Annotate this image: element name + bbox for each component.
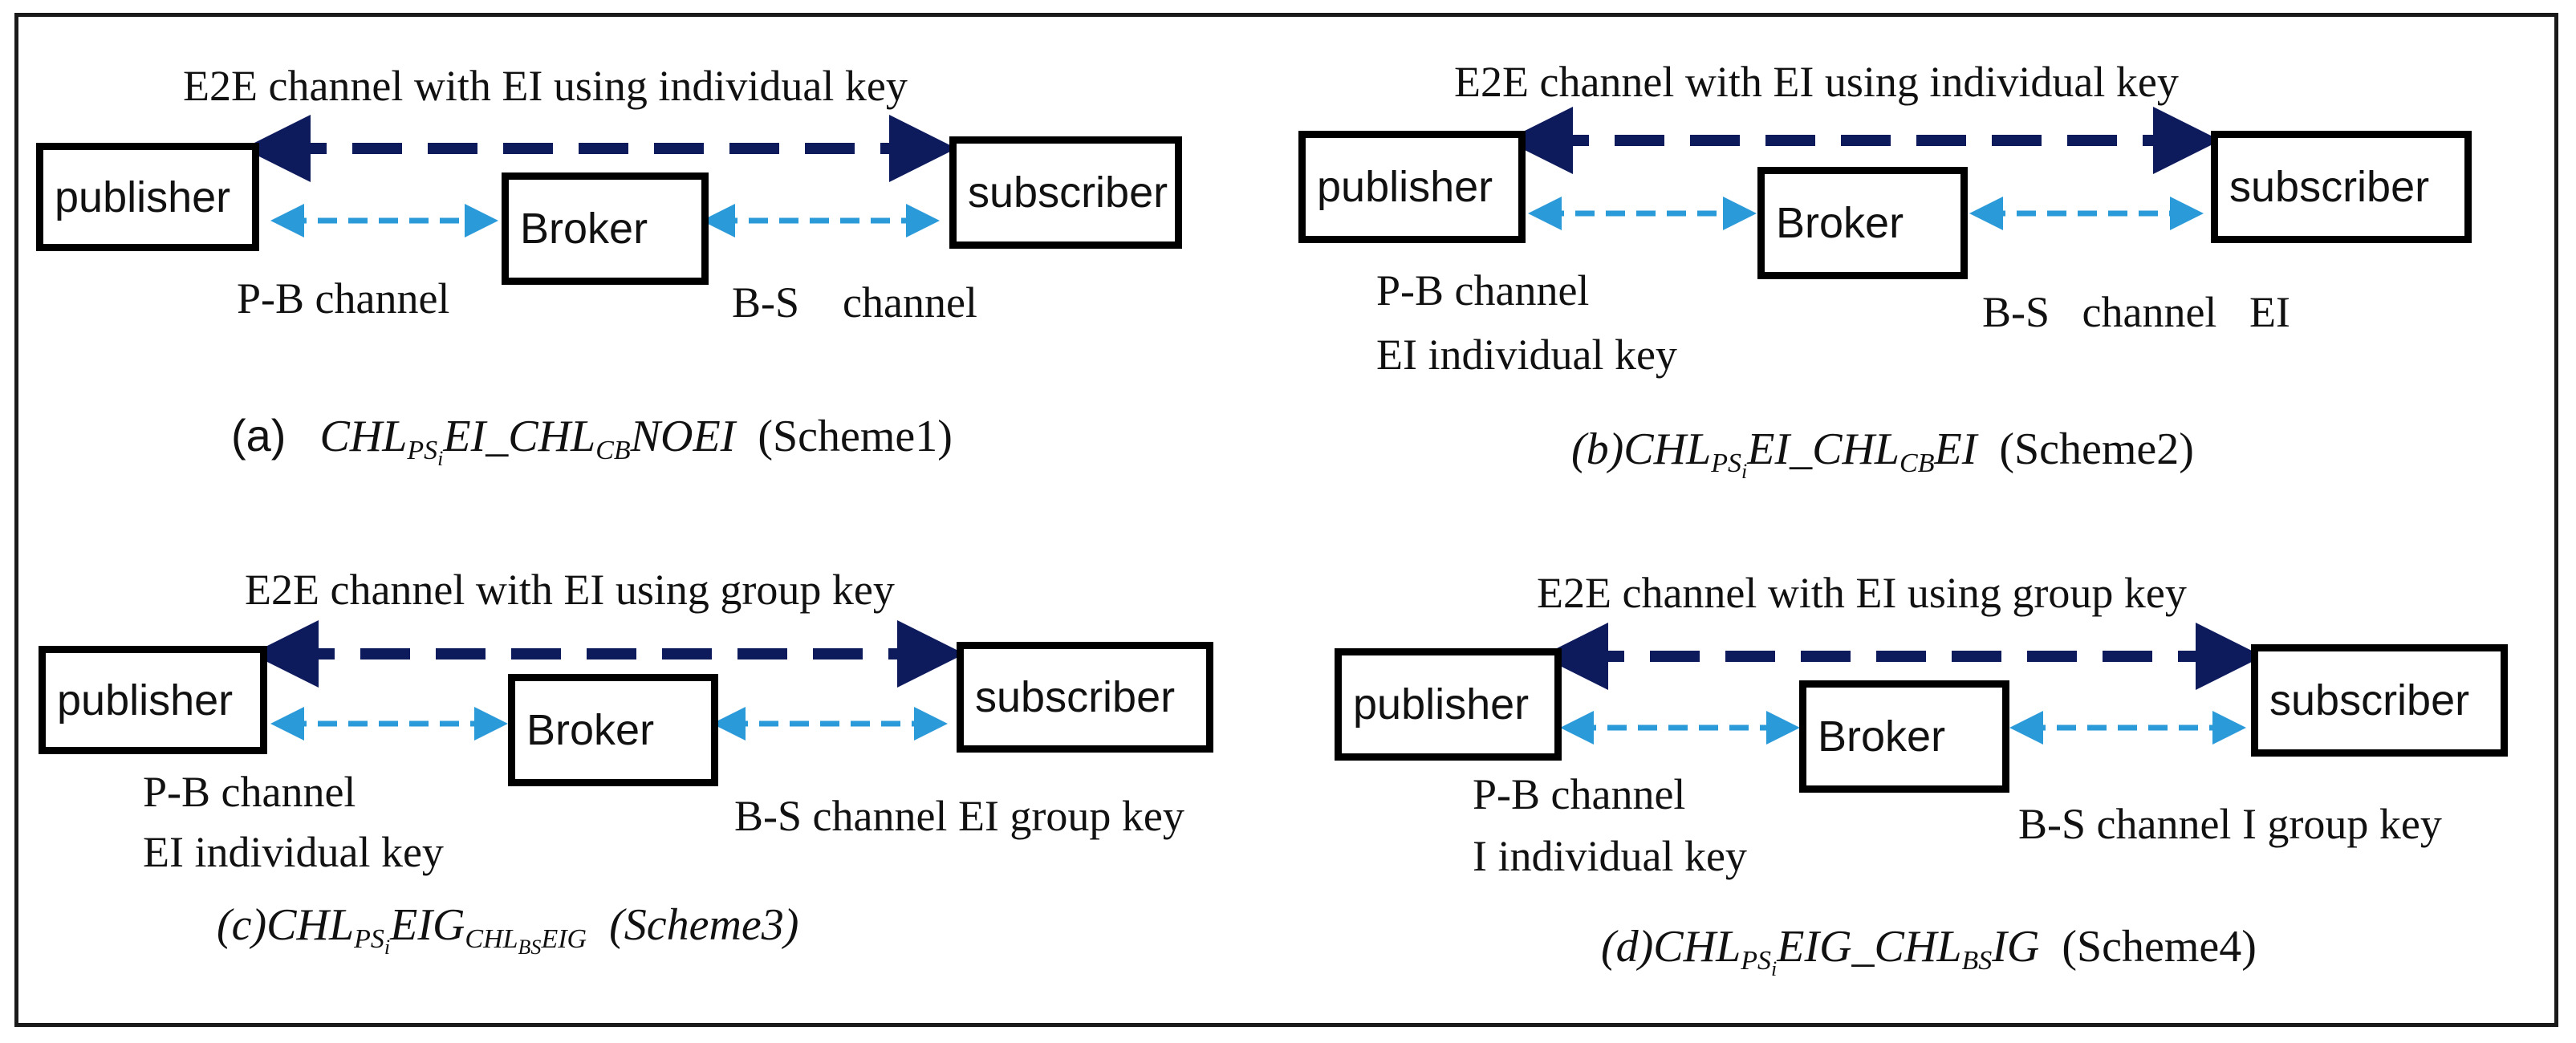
subscriber-box-b: subscriber — [2211, 131, 2472, 243]
broker-box-c: Broker — [508, 674, 718, 786]
bs-label-a: B-S channel — [732, 278, 977, 327]
bs-label-d: B-S channel I group key — [2018, 800, 2442, 848]
pb-label-c-2: EI individual key — [143, 828, 444, 876]
pb-label-d-2: I individual key — [1473, 832, 1747, 880]
pb-label-a: P-B channel — [237, 274, 450, 323]
publisher-box-b: publisher — [1298, 131, 1526, 243]
broker-box-b: Broker — [1757, 167, 1968, 279]
caption-d: (d)CHLPSiEIG_CHLBSIG (Scheme4) — [1601, 922, 2257, 980]
bs-label-c: B-S channel EI group key — [734, 792, 1184, 840]
pb-label-d-1: P-B channel — [1473, 770, 1686, 818]
e2e-label-d: E2E channel with EI using group key — [1537, 569, 2187, 617]
caption-b: (b)CHLPSiEI_CHLCBEI (Scheme2) — [1571, 424, 2194, 483]
pb-label-b-1: P-B channel — [1376, 266, 1590, 315]
subscriber-box-d: subscriber — [2251, 644, 2508, 757]
subscriber-box-a: subscriber — [949, 136, 1182, 249]
caption-c: (c)CHLPSiEIGCHLBSEIG (Scheme3) — [217, 900, 799, 959]
publisher-box-d: publisher — [1335, 648, 1562, 761]
pb-label-c-1: P-B channel — [143, 768, 356, 816]
pb-label-b-2: EI individual key — [1376, 331, 1677, 379]
e2e-label-c: E2E channel with EI using group key — [245, 566, 895, 614]
broker-box-d: Broker — [1799, 680, 2009, 793]
subscriber-box-c: subscriber — [957, 642, 1213, 753]
e2e-label-a: E2E channel with EI using individual key — [183, 62, 908, 110]
bs-label-b: B-S channel EI — [1982, 288, 2290, 336]
e2e-label-b: E2E channel with EI using individual key — [1454, 58, 2179, 106]
publisher-box-a: publisher — [36, 143, 259, 251]
caption-a: (a) CHLPSiEI_CHLCBNOEI (Scheme1) — [231, 410, 953, 470]
figure-frame — [14, 13, 2558, 1027]
publisher-box-c: publisher — [39, 646, 267, 754]
broker-box-a: Broker — [502, 172, 709, 285]
